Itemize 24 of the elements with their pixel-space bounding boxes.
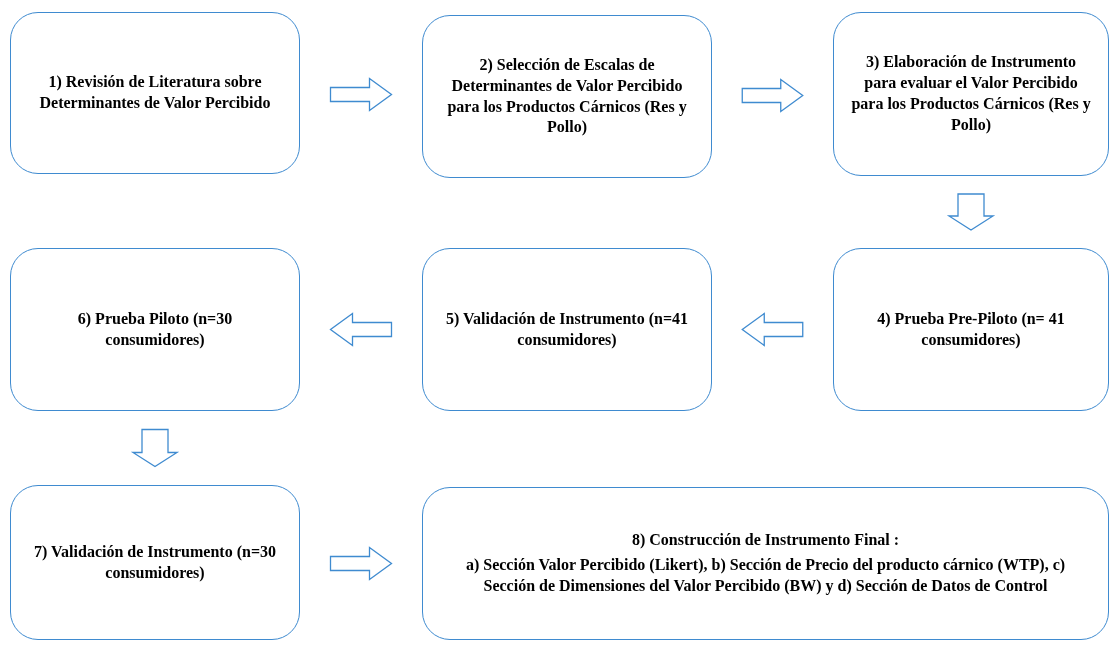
process-box (833, 12, 1109, 176)
step-detail: a) Sección Valor Percibido (Likert), b) Sección de Precio del producto cárnico (WTP), c) Sección de Dimensiones del Valor Percibido (BW) y d) Sección de Datos de Control (464, 555, 1067, 597)
step-text: 2) Selección de Escalas de Determinantes de Valor Percibido para los Productos Cárnicos (Res y Pollo) (446, 54, 688, 138)
step-text: 4) Prueba Pre-Piloto (n= 41 consumidores) (876, 308, 1066, 350)
block-arrow (329, 312, 393, 347)
block-arrow (741, 78, 804, 113)
process-box (422, 15, 712, 178)
process-box (10, 12, 300, 174)
process-box (422, 487, 1109, 640)
block-arrow (329, 77, 393, 112)
step-text: 3) Elaboración de Instrumento para evaluar el Valor Percibido para los Productos Cárnicos (Res y Pollo) (850, 52, 1092, 136)
step-text: 5) Validación de Instrumento (n=41 consumidores) (444, 308, 689, 350)
process-box (422, 248, 712, 411)
block-arrow (130, 428, 180, 468)
step-text: 6) Prueba Piloto (n=30 consumidores) (76, 308, 234, 350)
process-box (10, 485, 300, 640)
process-box (10, 248, 300, 411)
step-text: 7) Validación de Instrumento (n=30 consumidores) (32, 541, 277, 583)
block-arrow (946, 193, 996, 231)
block-arrow (329, 546, 393, 581)
step-text: 8) Construcción de Instrumento Final : (631, 530, 900, 551)
process-box (833, 248, 1109, 411)
block-arrow (741, 312, 804, 347)
step-text: 1) Revisión de Literatura sobre Determinantes de Valor Percibido (38, 72, 272, 113)
